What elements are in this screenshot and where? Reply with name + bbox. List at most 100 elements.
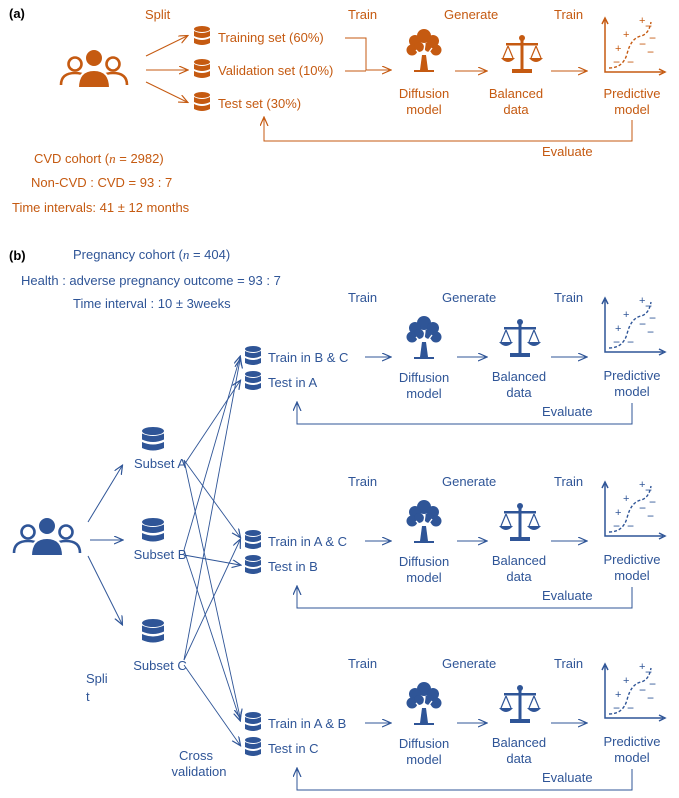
pregnancy-cohort-text: Pregnancy cohort (n = 404) xyxy=(73,247,230,262)
balanced-label-2: data xyxy=(506,385,532,400)
database-icon xyxy=(142,619,164,643)
generate-label: Generate xyxy=(444,7,498,22)
training-set-label: Training set (60%) xyxy=(218,30,324,45)
split-label-2: t xyxy=(86,689,90,704)
database-icon xyxy=(194,92,210,111)
subset-c-label: Subset C xyxy=(133,658,186,673)
balanced-label-2: data xyxy=(506,569,532,584)
interval-text: Time intervals: 41 ± 12 months xyxy=(12,200,190,215)
generate-label: Generate xyxy=(442,656,496,671)
database-icon xyxy=(245,346,261,365)
scale-icon xyxy=(498,318,542,358)
cohort-text: CVD cohort (n = 2982) xyxy=(34,151,164,166)
subset-a-label: Subset A xyxy=(134,456,186,471)
tree-icon xyxy=(405,28,443,72)
database-icon xyxy=(194,59,210,78)
evaluate-label: Evaluate xyxy=(542,144,593,159)
train2-label: Train xyxy=(554,656,583,671)
split-arrow-c xyxy=(87,555,122,624)
predictive-plot-icon xyxy=(601,478,666,540)
database-icon xyxy=(142,427,164,451)
split-label-1: Spli xyxy=(86,671,108,686)
cross-validation-label-2: validation xyxy=(172,764,227,779)
database-icon xyxy=(245,712,261,731)
predictive-plot-icon xyxy=(601,660,666,722)
fold-test-label: Test in B xyxy=(268,559,318,574)
predictive-label-1: Predictive xyxy=(603,552,660,567)
predictive-plot-icon xyxy=(601,294,666,356)
diffusion-label-1: Diffusion xyxy=(399,370,449,385)
fold-test-label: Test in A xyxy=(268,375,317,390)
database-icon xyxy=(245,555,261,574)
train1-label: Train xyxy=(348,290,377,305)
fold-train-label: Train in B & C xyxy=(268,350,348,365)
panel-a-label: (a) xyxy=(9,6,25,21)
users-icon xyxy=(12,515,82,558)
train2-label: Train xyxy=(554,290,583,305)
cross-validation-lines xyxy=(183,357,240,745)
pregnancy-ratio-text: Health : adverse pregnancy outcome = 93 … xyxy=(21,273,281,288)
split-label: Split xyxy=(145,7,171,22)
balanced-label-1: Balanced xyxy=(492,369,546,384)
predictive-label-2: model xyxy=(614,750,650,765)
balanced-label-1: Balanced xyxy=(492,735,546,750)
database-icon xyxy=(245,530,261,549)
subset-b-label: Subset B xyxy=(134,547,187,562)
scale-icon xyxy=(500,34,544,74)
predictive-label-1: Predictive xyxy=(603,86,660,101)
evaluate-arrow xyxy=(297,587,633,609)
evaluate-arrow xyxy=(297,769,633,791)
fold-train-label: Train in A & B xyxy=(268,716,346,731)
train1-label: Train xyxy=(348,474,377,489)
balanced-label-2: data xyxy=(503,102,529,117)
diffusion-label-1: Diffusion xyxy=(399,554,449,569)
database-icon xyxy=(142,518,164,542)
test-set-label: Test set (30%) xyxy=(218,96,301,111)
diffusion-label-2: model xyxy=(406,752,442,767)
train-arrow xyxy=(345,37,390,70)
panel-a: (a) Split Training set (60%) Validation … xyxy=(9,6,666,215)
panel-b-label: (b) xyxy=(9,248,26,263)
balanced-label-1: Balanced xyxy=(489,86,543,101)
cross-validation-label-1: Cross xyxy=(179,748,213,763)
diffusion-label-2: model xyxy=(406,570,442,585)
evaluate-arrow xyxy=(264,118,633,142)
fold-test-label: Test in C xyxy=(268,741,319,756)
tree-icon xyxy=(405,315,443,359)
predictive-label-2: model xyxy=(614,102,650,117)
balanced-label-1: Balanced xyxy=(492,553,546,568)
diffusion-label-1: Diffusion xyxy=(399,86,449,101)
diffusion-label-2: model xyxy=(406,102,442,117)
train1-label: Train xyxy=(348,7,377,22)
users-icon xyxy=(59,47,129,90)
database-icon xyxy=(245,371,261,390)
predictive-label-2: model xyxy=(614,384,650,399)
train1-label: Train xyxy=(348,656,377,671)
predictive-label-2: model xyxy=(614,568,650,583)
evaluate-label: Evaluate xyxy=(542,588,593,603)
scale-icon xyxy=(498,502,542,542)
generate-label: Generate xyxy=(442,474,496,489)
fold-train-label: Train in A & C xyxy=(268,534,347,549)
predictive-label-1: Predictive xyxy=(603,368,660,383)
evaluate-label: Evaluate xyxy=(542,770,593,785)
validation-set-label: Validation set (10%) xyxy=(218,63,333,78)
panel-b: (b) Pregnancy cohort (n = 404) Health : … xyxy=(9,247,281,779)
generate-label: Generate xyxy=(442,290,496,305)
tree-icon xyxy=(405,681,443,725)
train2-label: Train xyxy=(554,7,583,22)
evaluate-label: Evaluate xyxy=(542,404,593,419)
train2-label: Train xyxy=(554,474,583,489)
tree-icon xyxy=(405,499,443,543)
balanced-label-2: data xyxy=(506,751,532,766)
split-arrow-a xyxy=(87,466,122,523)
database-icon xyxy=(245,737,261,756)
pregnancy-interval-text: Time interval : 10 ± 3weeks xyxy=(73,296,231,311)
diffusion-label-1: Diffusion xyxy=(399,736,449,751)
split-arrow-train xyxy=(145,36,187,57)
predictive-label-1: Predictive xyxy=(603,734,660,749)
evaluate-arrow xyxy=(297,403,633,425)
scale-icon xyxy=(498,684,542,724)
